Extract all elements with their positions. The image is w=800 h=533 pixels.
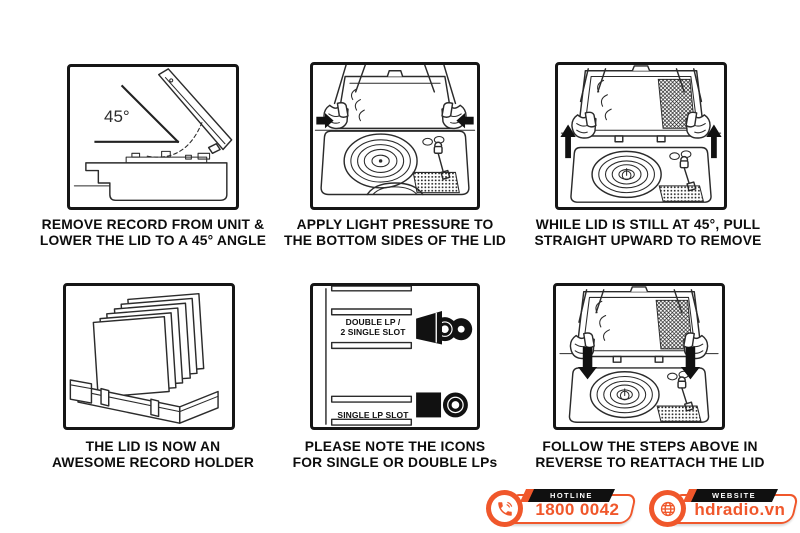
step-1-caption-line2: LOWER THE LID TO A 45° ANGLE: [39, 233, 267, 248]
hotline-badge-label: HOTLINE: [526, 489, 616, 502]
step-3-caption-line2: STRAIGHT UPWARD TO REMOVE: [534, 233, 762, 248]
angle-45-label: 45°: [104, 107, 130, 126]
slot-icons-illustration: [325, 286, 473, 426]
step-1-caption: REMOVE RECORD FROM UNIT & LOWER THE LID …: [23, 217, 283, 249]
step-4-caption: THE LID IS NOW AN AWESOME RECORD HOLDER: [23, 439, 283, 471]
step-3-panel: [555, 62, 727, 210]
globe-icon: [649, 490, 686, 527]
step-2-caption-line1: APPLY LIGHT PRESSURE TO: [296, 217, 494, 232]
step-6-caption-line2: REVERSE TO REATTACH THE LID: [535, 455, 765, 470]
hands-pressing-lid-illustration: [314, 65, 476, 196]
step-6-caption-line1: FOLLOW THE STEPS ABOVE IN: [542, 439, 758, 454]
hotline-badge[interactable]: 1800 0042 HOTLINE: [486, 489, 637, 527]
lid-45-degrees-illustration: [73, 68, 233, 202]
double-lp-slot-label-line1: DOUBLE LP /: [345, 317, 401, 327]
website-label-text: WEBSITE: [712, 491, 756, 500]
step-2-caption: APPLY LIGHT PRESSURE TO THE BOTTOM SIDES…: [265, 217, 525, 249]
step-5-caption-line2: FOR SINGLE OR DOUBLE LPs: [292, 455, 498, 470]
step-3-caption-line1: WHILE LID IS STILL AT 45°, PULL: [535, 217, 761, 232]
single-lp-slot-label: SINGLE LP SLOT: [323, 410, 423, 420]
step-4-panel: [63, 283, 235, 430]
hands-lowering-lid-illustration: [559, 286, 719, 423]
double-lp-slot-label: DOUBLE LP / 2 SINGLE SLOT: [323, 317, 423, 337]
single-lp-slot-label-line: SINGLE LP SLOT: [337, 410, 409, 420]
step-4-caption-line1: THE LID IS NOW AN: [85, 439, 221, 454]
record-holder-illustration: [69, 292, 219, 424]
step-1-caption-line1: REMOVE RECORD FROM UNIT &: [41, 217, 265, 232]
phone-icon: [486, 490, 523, 527]
step-2-panel: [310, 62, 480, 210]
step-5-caption-line1: PLEASE NOTE THE ICONS: [304, 439, 486, 454]
step-1-panel: 45°: [67, 64, 239, 210]
step-2-caption-line2: THE BOTTOM SIDES OF THE LID: [283, 233, 507, 248]
step-5-panel: DOUBLE LP / 2 SINGLE SLOT SINGLE LP SLOT: [310, 283, 480, 430]
step-3-caption: WHILE LID IS STILL AT 45°, PULL STRAIGHT…: [518, 217, 778, 249]
double-lp-slot-label-line2: 2 SINGLE SLOT: [340, 327, 406, 337]
hotline-label-text: HOTLINE: [549, 491, 593, 500]
website-badge-label: WEBSITE: [689, 489, 779, 502]
step-4-caption-line2: AWESOME RECORD HOLDER: [52, 455, 254, 470]
step-5-caption: PLEASE NOTE THE ICONS FOR SINGLE OR DOUB…: [265, 439, 525, 471]
hands-pulling-lid-up-illustration: [560, 65, 722, 203]
website-badge[interactable]: hdradio.vn WEBSITE: [649, 489, 799, 527]
step-6-caption: FOLLOW THE STEPS ABOVE IN REVERSE TO REA…: [520, 439, 780, 471]
step-6-panel: [553, 283, 725, 430]
